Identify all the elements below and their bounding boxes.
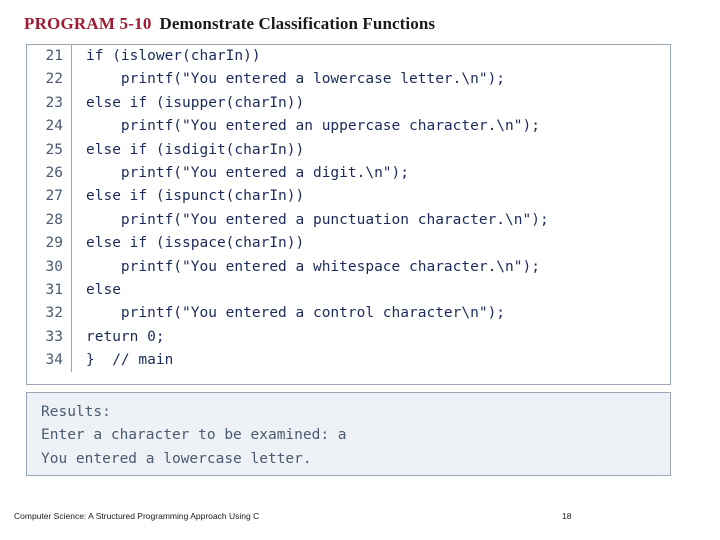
code-row: 21 22 23 24 25 26 27 28 29 30 31 32 33 3… xyxy=(27,45,671,373)
line-number: 32 xyxy=(45,305,63,322)
code-table: 21 22 23 24 25 26 27 28 29 30 31 32 33 3… xyxy=(27,45,671,373)
code-line: else xyxy=(86,281,121,298)
line-number: 34 xyxy=(45,352,63,369)
line-number: 23 xyxy=(45,94,63,111)
line-number: 27 xyxy=(45,188,63,205)
program-label: PROGRAM 5-10 xyxy=(24,14,152,33)
results-heading: Results: xyxy=(41,404,111,420)
footer-page-number: 18 xyxy=(562,511,572,521)
line-number: 26 xyxy=(45,164,63,181)
code-listing: 21 22 23 24 25 26 27 28 29 30 31 32 33 3… xyxy=(26,44,671,385)
line-number: 33 xyxy=(45,328,63,345)
line-number: 29 xyxy=(45,235,63,252)
line-number: 31 xyxy=(45,281,63,298)
code-line: else if (isupper(charIn)) xyxy=(86,94,305,111)
code-line: } // main xyxy=(86,352,174,369)
line-number: 22 xyxy=(45,71,63,88)
code-line: else if (isspace(charIn)) xyxy=(86,235,305,252)
code-line: printf("You entered an uppercase charact… xyxy=(86,118,540,135)
results-line: You entered a lowercase letter. xyxy=(41,450,312,467)
code-line: printf("You entered a whitespace charact… xyxy=(86,258,540,275)
line-number: 28 xyxy=(45,211,63,228)
results-line: Enter a character to be examined: a xyxy=(41,427,347,444)
code-line: else if (isdigit(charIn)) xyxy=(86,141,305,158)
line-number: 21 xyxy=(45,48,63,64)
code-line: printf("You entered a lowercase letter.\… xyxy=(86,71,506,88)
line-number: 25 xyxy=(45,141,63,158)
footer-source: Computer Science: A Structured Programmi… xyxy=(14,511,260,521)
code-line: if (islower(charIn)) xyxy=(86,48,261,64)
code-line: printf("You entered a punctuation charac… xyxy=(86,211,549,228)
line-number: 24 xyxy=(45,118,63,135)
code-line: printf("You entered a control character\… xyxy=(86,305,506,322)
results-panel: Results: Enter a character to be examine… xyxy=(26,392,671,476)
page-title: PROGRAM 5-10 Demonstrate Classification F… xyxy=(24,14,435,34)
program-description: Demonstrate Classification Functions xyxy=(159,14,436,33)
line-number: 30 xyxy=(45,258,63,275)
code-rows: 21 22 23 24 25 26 27 28 29 30 31 32 33 3… xyxy=(27,45,671,373)
code-line: else if (ispunct(charIn)) xyxy=(86,188,305,205)
code-text-column: if (islower(charIn)) printf("You entered… xyxy=(72,45,671,372)
line-number-gutter: 21 22 23 24 25 26 27 28 29 30 31 32 33 3… xyxy=(27,45,72,373)
code-line: return 0; xyxy=(86,328,165,345)
code-line: printf("You entered a digit.\n"); xyxy=(86,164,410,181)
